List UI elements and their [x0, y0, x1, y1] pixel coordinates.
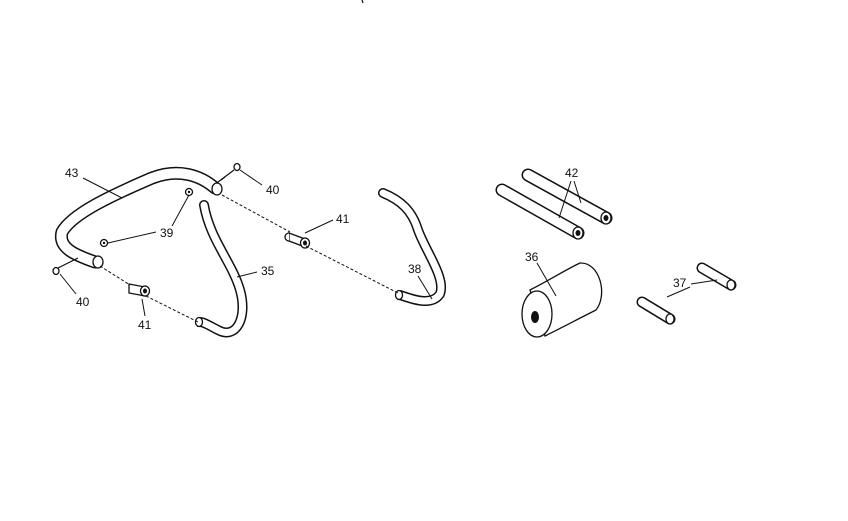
callout-38: 38 [408, 262, 422, 276]
top-mark [361, 0, 364, 4]
leader-37-b [690, 279, 718, 285]
leader-35 [236, 271, 258, 278]
leader-38 [417, 275, 433, 300]
part-38-curved-bar [378, 188, 447, 306]
leader-39-upper [171, 194, 190, 227]
part-36-roller [521, 262, 603, 338]
callout-36: 36 [525, 250, 539, 264]
callout-43: 43 [65, 166, 79, 180]
leader-40-upper [239, 169, 263, 186]
part-39-nut-lower [99, 238, 109, 248]
callout-35: 35 [261, 264, 275, 278]
part-42-rod-lower [495, 183, 585, 240]
leader-40-lower [59, 273, 77, 295]
part-41-bushing-right [284, 232, 311, 249]
leader-39-lower [107, 231, 157, 244]
leader-41-left [141, 298, 146, 317]
leader-42-b [573, 180, 582, 204]
callout-40-lower: 40 [76, 295, 90, 309]
leader-36 [536, 262, 557, 297]
assembly-line-right [221, 194, 399, 294]
callout-37: 37 [673, 276, 687, 290]
part-37-pin-upper [696, 262, 737, 291]
callout-39: 39 [160, 226, 174, 240]
part-43-handle-bar [54, 166, 223, 269]
part-42-rod-upper [521, 168, 613, 225]
leader-42-a [558, 180, 572, 219]
part-41-bushing-left [128, 283, 151, 297]
callout-40-upper: 40 [266, 183, 280, 197]
leader-43 [82, 177, 123, 199]
leader-37-a [666, 286, 691, 298]
part-40-screw-upper [217, 162, 241, 183]
part-37-pin-lower [636, 296, 676, 325]
part-39-nut-upper [184, 187, 194, 197]
assembly-line-left [99, 265, 199, 323]
part-40-screw-lower [52, 257, 79, 276]
leader-41-right [304, 219, 334, 234]
callout-41-left: 41 [138, 318, 152, 332]
callout-41-right: 41 [336, 212, 350, 226]
part-35-curved-bar [194, 200, 248, 338]
callout-42: 42 [565, 166, 579, 180]
